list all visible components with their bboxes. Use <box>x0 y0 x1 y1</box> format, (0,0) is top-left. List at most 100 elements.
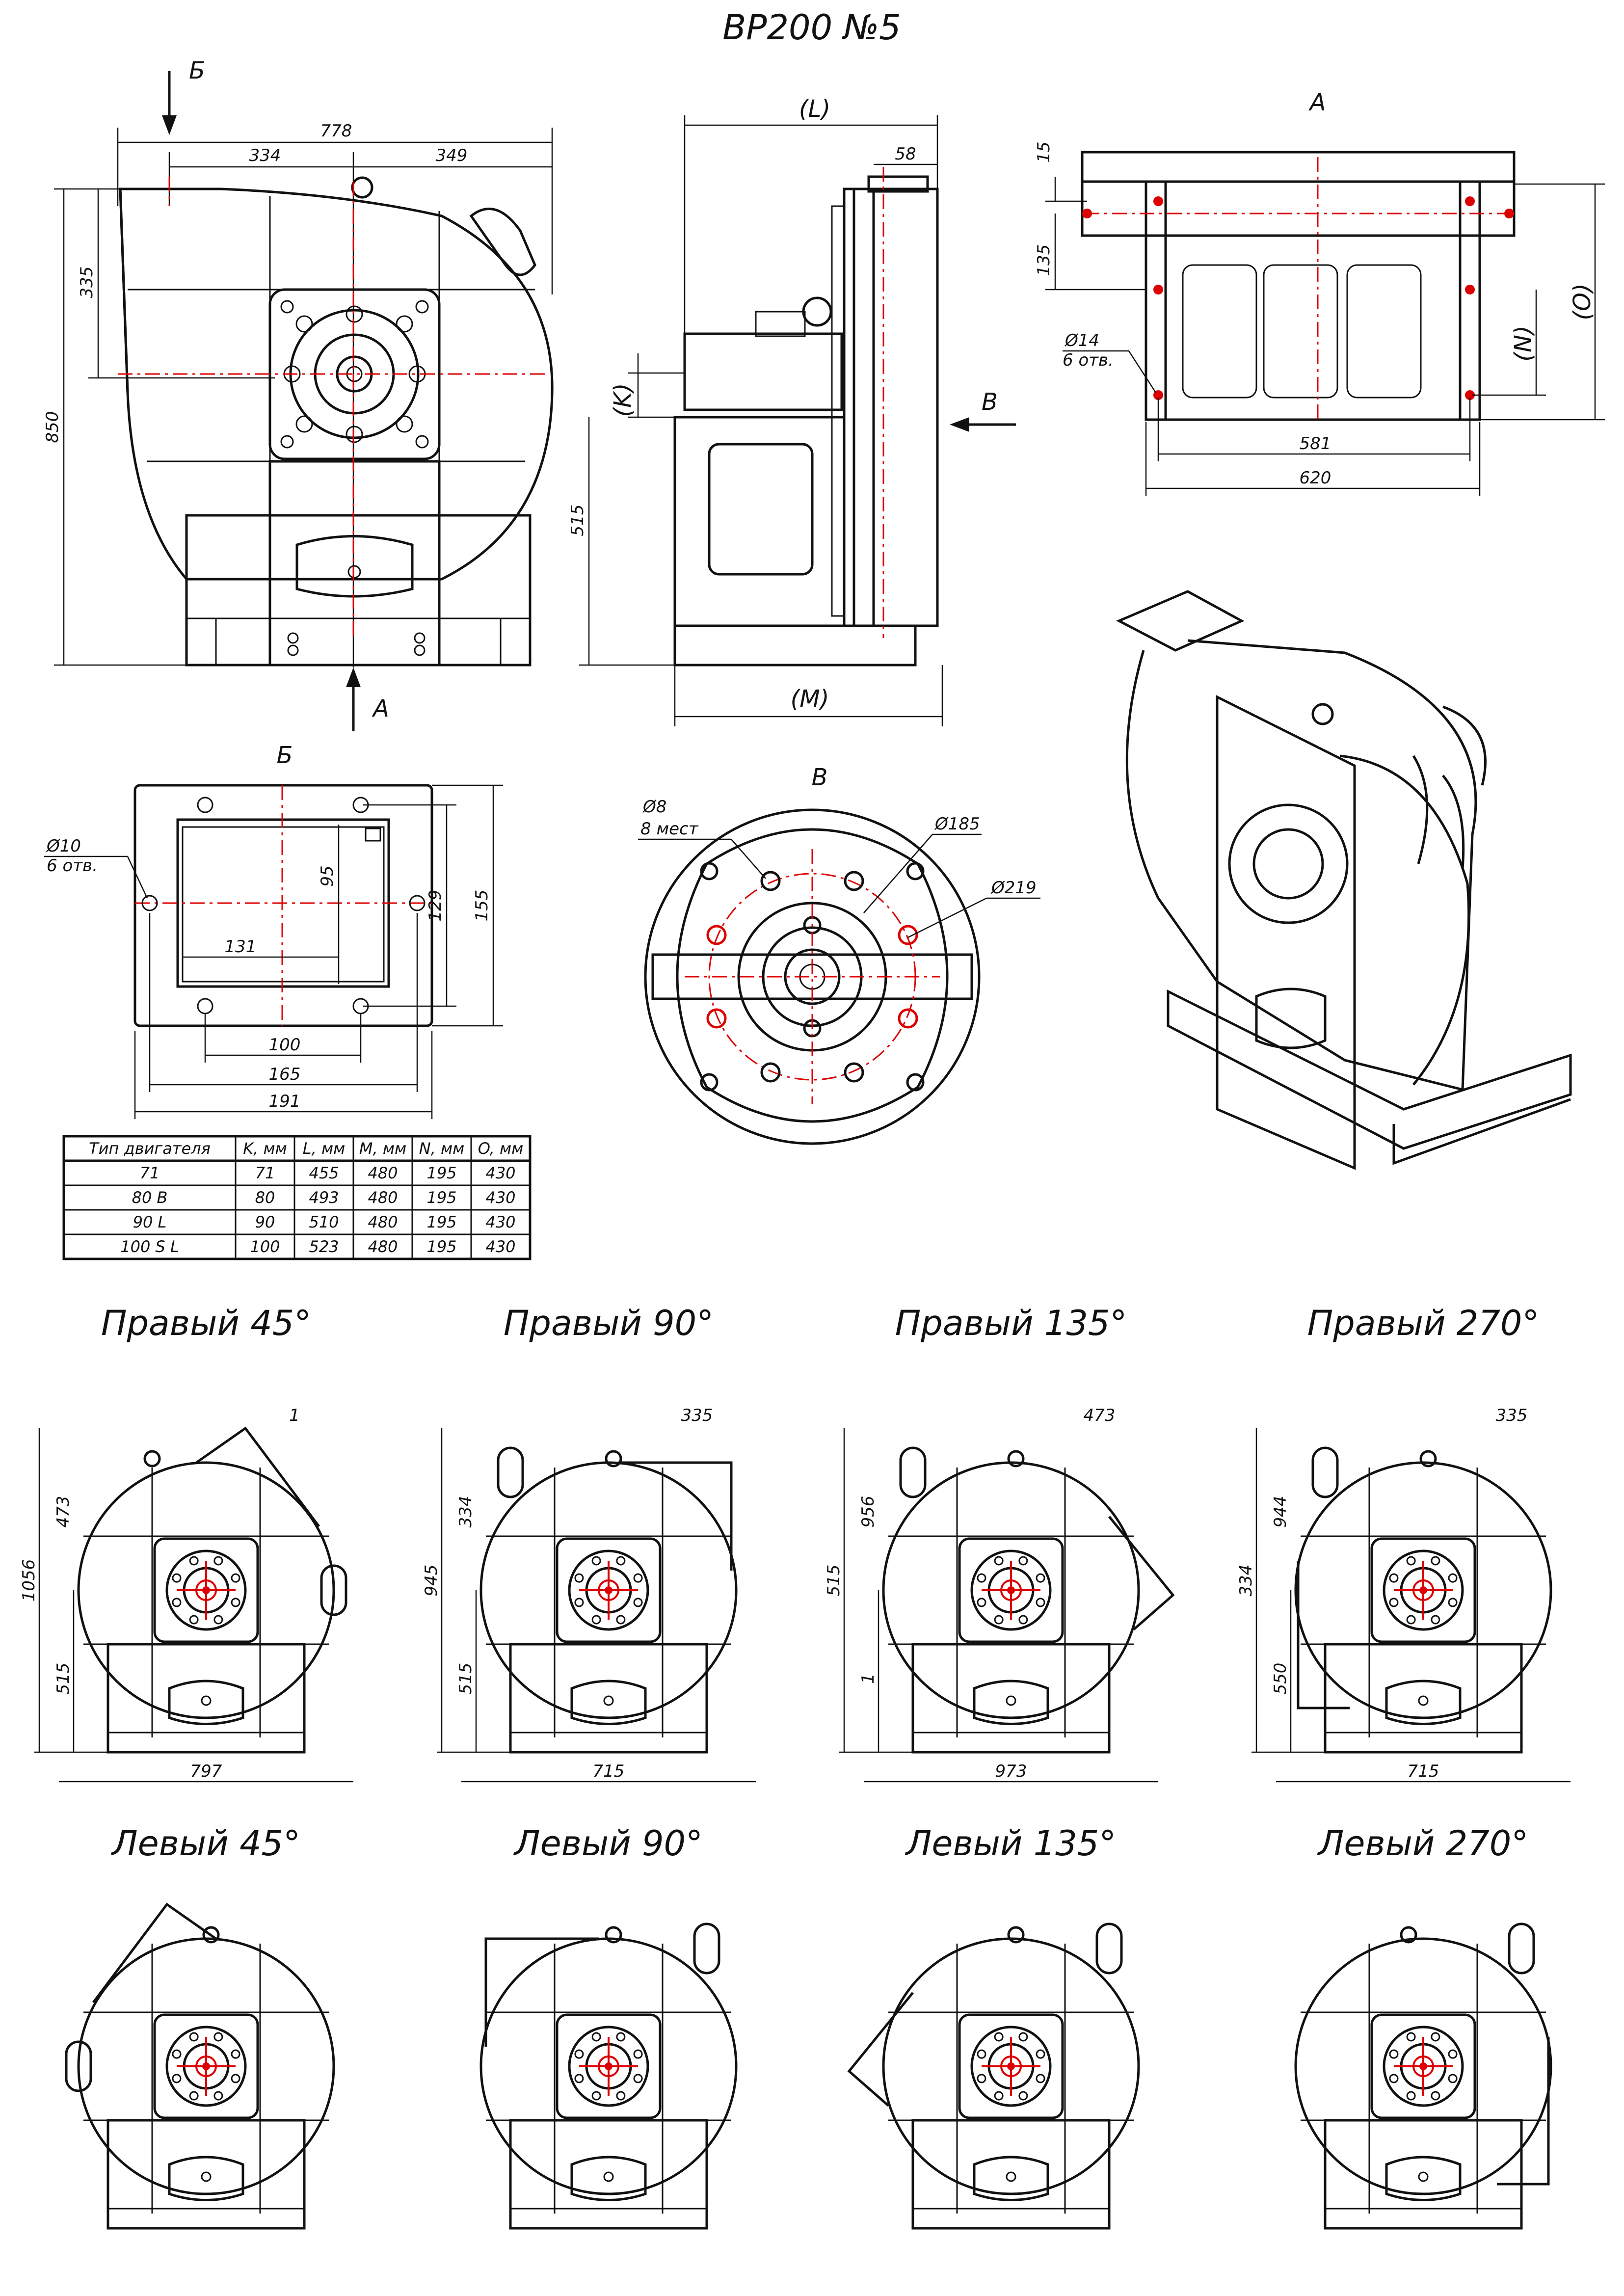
position-dim: 515 <box>824 1565 844 1597</box>
position-title: Левый 270° <box>1317 1823 1529 1864</box>
position-dim: 944 <box>1271 1496 1290 1528</box>
table-header-cell: N, мм <box>419 1139 465 1158</box>
position-title: Правый 45° <box>101 1303 311 1343</box>
position-views: Правый 45° 1 473 1056 515 797 Правый 90° 335 334… <box>19 1303 1571 2230</box>
position-view: Левый 270° <box>1294 1823 1552 2230</box>
view-v-label: В <box>812 764 828 791</box>
side-view: (L) 58 (K) 515 (M) В <box>568 95 1016 726</box>
table-cell: 195 <box>426 1164 456 1182</box>
table-cell: 80 B <box>132 1188 168 1207</box>
table-cell: 100 <box>250 1237 280 1256</box>
position-title: Правый 90° <box>504 1303 714 1343</box>
table-cell: 90 <box>255 1213 275 1231</box>
position-title: Левый 135° <box>905 1823 1117 1864</box>
dim-620: 620 <box>1300 468 1331 488</box>
position-dim: 945 <box>422 1565 441 1597</box>
view-v-hole: Ø8 <box>642 797 666 817</box>
table-cell: 480 <box>368 1188 398 1207</box>
position-view: Правый 90° 335 334 945 515 715 <box>422 1303 756 1783</box>
position-title: Правый 135° <box>895 1303 1127 1343</box>
table-header-cell: K, мм <box>243 1139 287 1158</box>
dim-349: 349 <box>436 146 468 165</box>
dim-95: 95 <box>318 865 337 886</box>
dim-K: (K) <box>609 383 637 417</box>
position-dim: 1 <box>858 1673 878 1684</box>
table-header-cell: O, мм <box>478 1139 524 1158</box>
view-b-hole-note: 6 отв. <box>47 856 98 876</box>
position-dim: 335 <box>1496 1406 1528 1425</box>
dim-335: 335 <box>77 267 97 298</box>
view-a-hole: Ø14 <box>1064 331 1099 350</box>
position-title: Левый 45° <box>110 1823 300 1864</box>
table-cell: 71 <box>255 1164 275 1182</box>
table-cell: 430 <box>485 1237 515 1256</box>
dim-155: 155 <box>472 890 492 922</box>
position-view: Левый 90° <box>479 1823 738 2230</box>
front-view: 778 334 349 850 335 <box>43 57 554 731</box>
dim-100: 100 <box>269 1035 301 1055</box>
position-dim: 797 <box>190 1762 222 1781</box>
dim-M: (M) <box>791 685 829 713</box>
position-title: Правый 270° <box>1307 1303 1540 1343</box>
position-dim: 515 <box>456 1663 476 1695</box>
view-b-hole: Ø10 <box>46 836 81 856</box>
table-cell: 480 <box>368 1164 398 1182</box>
dim-129: 129 <box>426 890 445 922</box>
view-b: Б Ø10 6 отв. 95 131 129 155 100 <box>44 742 503 1119</box>
view-v: В Ø8 8 мест Ø185 <box>638 764 1040 1145</box>
position-dim: 973 <box>995 1762 1027 1781</box>
position-dim: 550 <box>1271 1663 1290 1695</box>
table-cell: 480 <box>368 1237 398 1256</box>
dim-58: 58 <box>895 144 916 164</box>
position-dim: 334 <box>456 1496 476 1528</box>
arrow-a-label: А <box>372 695 389 722</box>
table-header-cell: L, мм <box>303 1139 345 1158</box>
dim-d219: Ø219 <box>990 878 1037 898</box>
position-dim: 473 <box>1084 1406 1116 1425</box>
position-dim: 1056 <box>19 1559 39 1602</box>
position-view: Правый 270° 335 944 334 550 715 <box>1236 1303 1571 1783</box>
dim-d185: Ø185 <box>934 814 980 834</box>
dim-191: 191 <box>269 1092 301 1111</box>
arrow-b-label: Б <box>189 57 205 84</box>
table-cell: 480 <box>368 1213 398 1231</box>
table-cell: 195 <box>426 1213 456 1231</box>
dim-515: 515 <box>568 505 587 536</box>
table-cell: 90 L <box>133 1213 167 1231</box>
table-cell: 430 <box>485 1213 515 1231</box>
dim-O: (O) <box>1569 283 1596 320</box>
table-cell: 195 <box>426 1188 456 1207</box>
table-cell: 493 <box>309 1188 339 1207</box>
dim-15: 15 <box>1034 141 1054 162</box>
table-cell: 510 <box>309 1213 339 1231</box>
position-dim: 334 <box>1236 1565 1256 1597</box>
dim-334: 334 <box>249 146 281 165</box>
table-header-cell: Тип двигателя <box>89 1139 211 1158</box>
view-a-label: А <box>1308 89 1326 116</box>
motor-table: Тип двигателя K, мм L, мм M, мм N, мм O, мм 71… <box>62 1135 532 1260</box>
position-dim: 1 <box>289 1406 300 1425</box>
dim-165: 165 <box>269 1065 301 1084</box>
view-b-label: Б <box>277 742 293 769</box>
table-cell: 71 <box>140 1164 160 1182</box>
table-cell: 195 <box>426 1237 456 1256</box>
table-cell: 523 <box>309 1237 339 1256</box>
position-view: Правый 135° 473 956 515 1 973 <box>824 1303 1175 1783</box>
position-dim: 335 <box>681 1406 713 1425</box>
position-view: Левый 135° <box>847 1823 1140 2230</box>
position-dim: 956 <box>858 1496 878 1528</box>
position-dim: 715 <box>593 1762 625 1781</box>
isometric-view <box>1116 590 1572 1170</box>
view-a-hole-note: 6 отв. <box>1063 350 1114 370</box>
arrow-v-label: В <box>982 388 998 416</box>
position-dim: 715 <box>1408 1762 1439 1781</box>
table-header-cell: M, мм <box>359 1139 406 1158</box>
dim-135: 135 <box>1034 244 1054 276</box>
table-cell: 100 S L <box>120 1237 179 1256</box>
view-v-hole-note: 8 мест <box>640 819 699 839</box>
position-title: Левый 90° <box>513 1823 703 1864</box>
dim-850: 850 <box>43 411 62 443</box>
dim-778: 778 <box>320 121 352 141</box>
